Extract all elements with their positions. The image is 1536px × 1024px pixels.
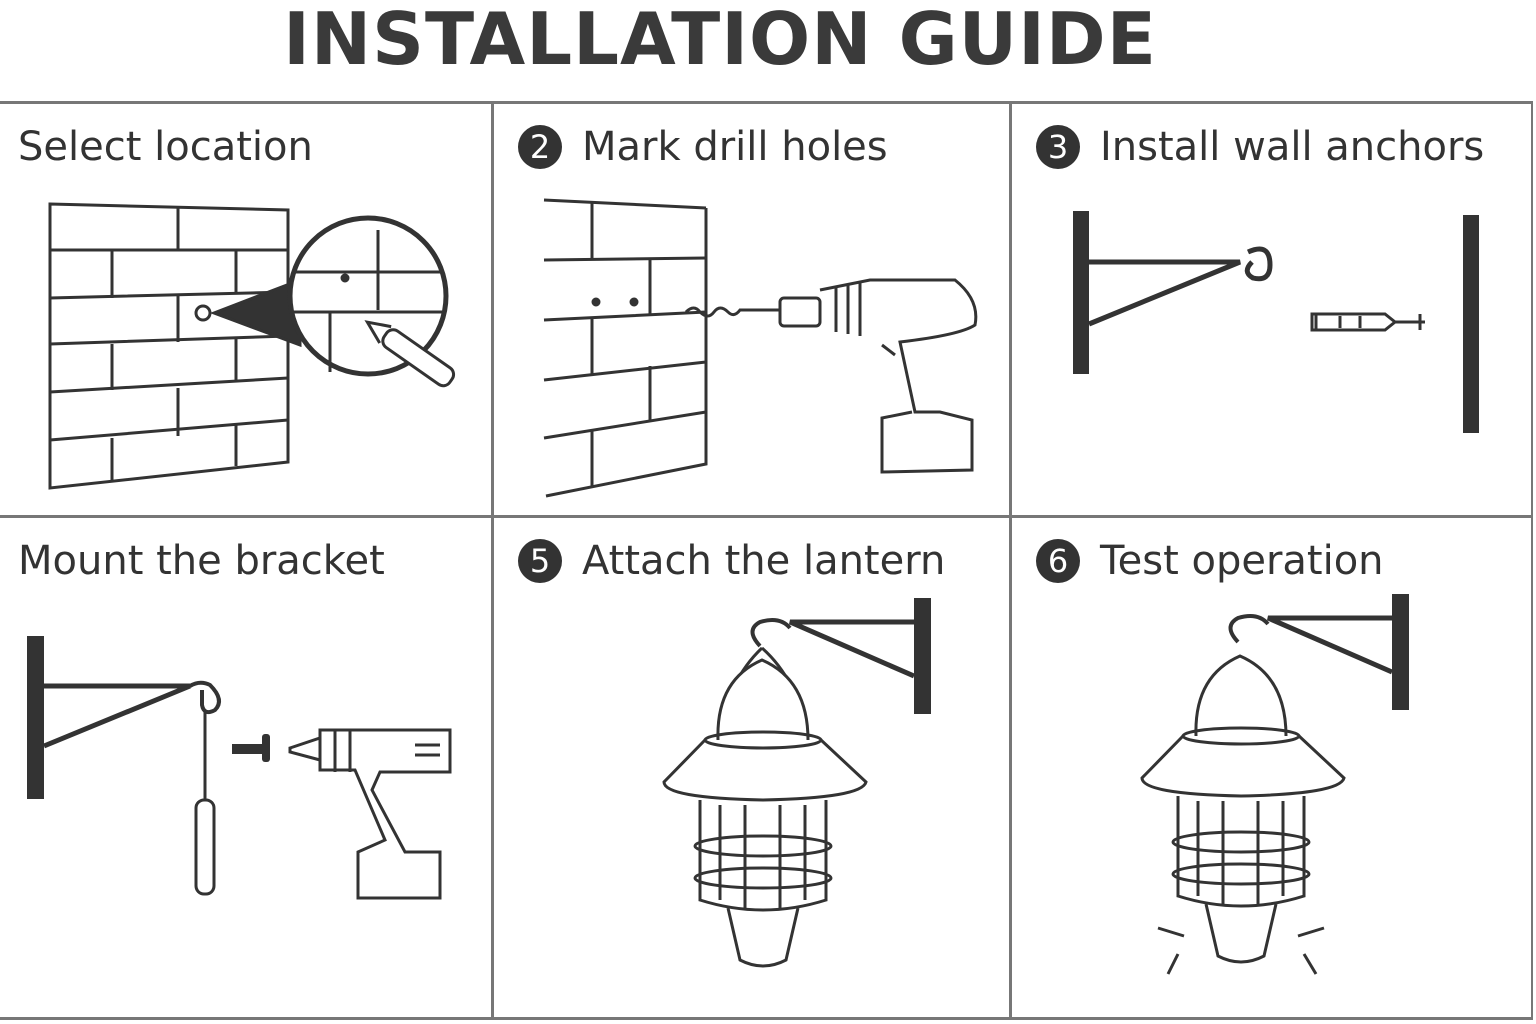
steps-grid <box>0 101 1533 1020</box>
hole-mark-icon <box>194 304 212 322</box>
step-number-badge: 3 <box>1036 125 1080 169</box>
divider <box>1009 101 1012 1020</box>
wall-bracket-icon <box>1073 211 1273 374</box>
lantern-icon <box>662 598 931 968</box>
page-title: INSTALLATION GUIDE <box>283 0 1157 81</box>
step-3-title: 3 Install wall anchors <box>1036 124 1484 170</box>
brick-wall-icon <box>48 202 290 490</box>
divider <box>0 515 1533 518</box>
power-drill-icon <box>288 728 452 900</box>
step-number-badge: 5 <box>518 539 562 583</box>
brick-wall-icon <box>543 198 708 498</box>
step-1-title: Select location <box>18 124 313 170</box>
step-6-title: 6 Test operation <box>1036 538 1384 584</box>
step-5-title: 5 Attach the lantern <box>518 538 945 584</box>
divider <box>491 101 494 1020</box>
power-drill-icon <box>684 278 978 474</box>
step-label: Select location <box>18 124 313 170</box>
pointer-icon <box>209 277 302 348</box>
light-rays-icon <box>1157 926 1325 975</box>
pencil-icon <box>364 320 456 388</box>
magnifier-icon <box>287 215 449 377</box>
step-2-title: 2 Mark drill holes <box>518 124 888 170</box>
wall-icon <box>1463 215 1479 433</box>
step-label: Mark drill holes <box>582 124 888 170</box>
step-label: Install wall anchors <box>1100 124 1485 170</box>
screwdriver-icon <box>194 712 216 896</box>
step-label: Attach the lantern <box>582 538 946 584</box>
screw-icon <box>232 734 270 762</box>
step-4-title: Mount the bracket <box>18 538 385 584</box>
wall-anchor-icon <box>1310 312 1425 332</box>
step-number-badge: 2 <box>518 125 562 169</box>
lantern-lit-icon <box>1140 594 1409 975</box>
step-label: Test operation <box>1100 538 1384 584</box>
step-number-badge: 6 <box>1036 539 1080 583</box>
wall-bracket-icon <box>27 636 221 799</box>
step-label: Mount the bracket <box>18 538 385 584</box>
